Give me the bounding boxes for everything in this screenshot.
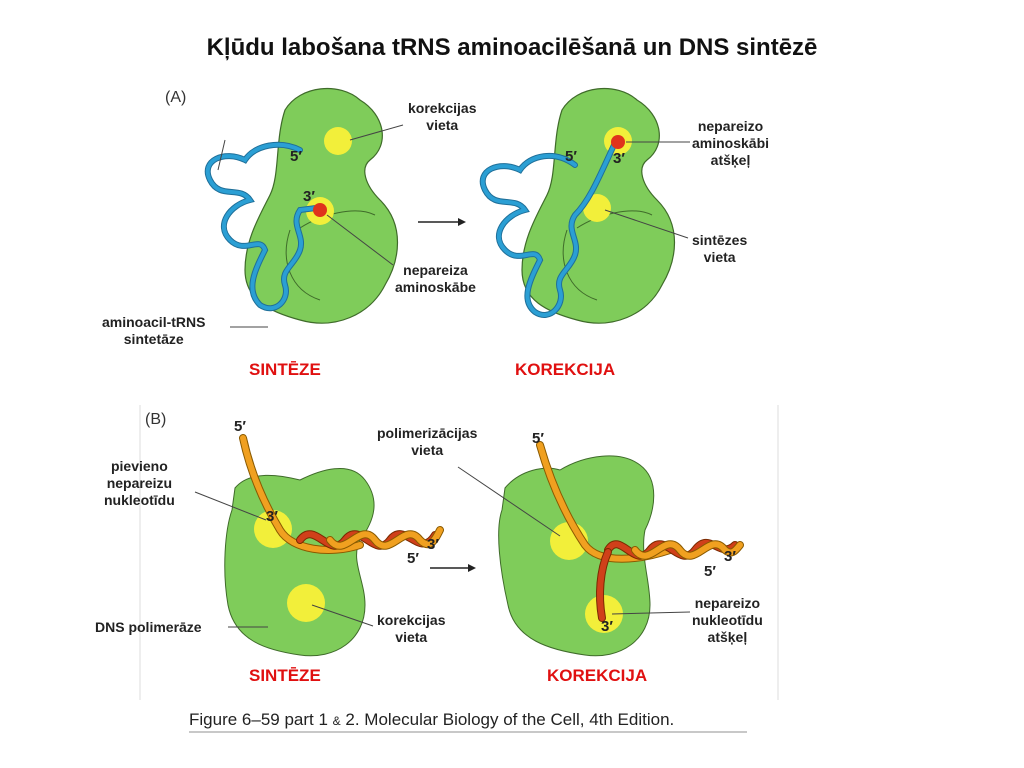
prime-3-a-left: 3′ bbox=[303, 188, 315, 205]
trna-right-inner bbox=[480, 143, 616, 317]
proofreading-site-left bbox=[324, 127, 352, 155]
trna-left-inner bbox=[205, 142, 318, 311]
leader-polym-site bbox=[457, 466, 561, 537]
prime-5-b-left-end: 5′ bbox=[407, 550, 419, 567]
prime-3-b-right-end: 3′ bbox=[724, 548, 736, 565]
leader-cleave-nt bbox=[611, 611, 691, 615]
mode-synthesis-a: SINTĒZE bbox=[249, 360, 321, 379]
leader-proof-a bbox=[349, 124, 404, 141]
dna-strands-left bbox=[239, 434, 444, 554]
prime-5-b-left-top: 5′ bbox=[234, 418, 246, 435]
label-polymerase: DNS polimerāze bbox=[95, 619, 202, 635]
prime-5-a-right: 5′ bbox=[565, 148, 577, 165]
page-title: Kļūdu labošana tRNS aminoacilēšanā un DN… bbox=[206, 34, 818, 61]
dna-polymerase-left bbox=[224, 467, 375, 657]
panel-b-letter: (B) bbox=[145, 411, 167, 428]
panel-a-letter: (A) bbox=[165, 89, 187, 106]
wrong-amino-acid-left bbox=[313, 203, 327, 217]
leader-synth-site bbox=[604, 209, 689, 239]
prime-5-a-left: 5′ bbox=[290, 148, 302, 165]
prime-3-b-left-end: 3′ bbox=[427, 536, 439, 553]
prime-3-b-right-site: 3′ bbox=[601, 618, 613, 635]
leader-proof-b bbox=[311, 604, 374, 627]
prime-3-b-left-site: 3′ bbox=[266, 508, 278, 525]
arrow-a-head bbox=[458, 218, 466, 226]
prime-3-a-right: 3′ bbox=[613, 150, 625, 167]
mode-proofreading-b: KOREKCIJA bbox=[547, 666, 648, 685]
prime-5-b-right-end: 5′ bbox=[704, 563, 716, 580]
figure-caption: Figure 6–59 part 1 & 2. Molecular Biolog… bbox=[189, 710, 675, 729]
proofreading-site-b-left bbox=[287, 584, 325, 622]
wrong-amino-acid-right bbox=[611, 135, 625, 149]
leader-wrong-aa bbox=[326, 214, 394, 266]
mode-proofreading-a: KOREKCIJA bbox=[515, 360, 616, 379]
leader-add-wrong bbox=[194, 491, 267, 521]
arrow-b-head bbox=[468, 564, 476, 572]
caption-underline bbox=[189, 731, 747, 733]
prime-5-b-right-top: 5′ bbox=[532, 430, 544, 447]
leader-trna bbox=[217, 139, 226, 171]
synthesis-site-right bbox=[583, 194, 611, 222]
mode-synthesis-b: SINTĒZE bbox=[249, 666, 321, 685]
dna-strands-right bbox=[536, 441, 744, 622]
